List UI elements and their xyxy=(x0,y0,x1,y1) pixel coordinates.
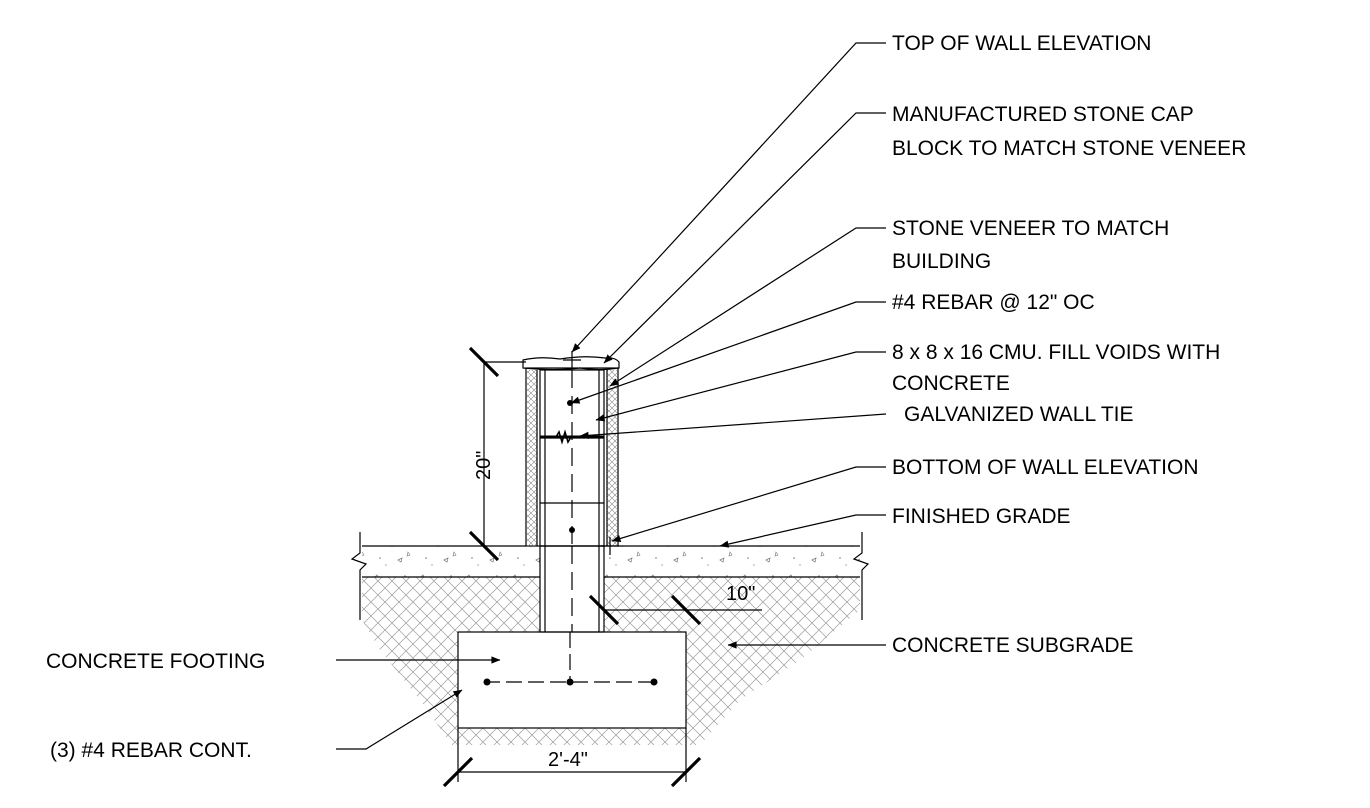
elevation-markers xyxy=(563,351,619,555)
subgrade-soil xyxy=(362,577,860,745)
label-cap-line1: MANUFACTURED STONE CAP xyxy=(892,103,1194,126)
leaders xyxy=(336,42,887,750)
label-footing: CONCRETE FOOTING xyxy=(46,650,265,673)
footing-rebar-dot xyxy=(650,678,658,686)
label-veneer-line1: STONE VENEER TO MATCH xyxy=(892,217,1169,240)
footing-rebar-dot xyxy=(566,678,574,686)
label-cmu-line2: CONCRETE xyxy=(892,372,1010,395)
dim-footing-depth: 10" xyxy=(726,583,755,605)
concrete-footing xyxy=(457,631,687,729)
label-subgrade: CONCRETE SUBGRADE xyxy=(892,634,1134,657)
label-rebar: #4 REBAR @ 12" OC xyxy=(892,291,1095,314)
label-footing-rebar: (3) #4 REBAR CONT. xyxy=(50,739,252,762)
finished-grade-slab xyxy=(350,532,870,620)
cmu-stem xyxy=(539,545,605,633)
label-veneer-line2: BUILDING xyxy=(892,250,991,273)
footing-rebar-dot xyxy=(483,678,491,686)
label-cmu-line1: 8 x 8 x 16 CMU. FILL VOIDS WITH xyxy=(892,341,1220,364)
dimension-lines xyxy=(442,346,762,788)
dim-wall-height: 20" xyxy=(473,451,495,480)
label-bottom-of-wall: BOTTOM OF WALL ELEVATION xyxy=(892,456,1199,479)
label-cap-line2: BLOCK TO MATCH STONE VENEER xyxy=(892,137,1246,160)
label-finished-grade: FINISHED GRADE xyxy=(892,505,1071,528)
stone-veneer-wall xyxy=(525,367,619,547)
label-wall-tie: GALVANIZED WALL TIE xyxy=(904,403,1134,426)
dim-footing-width: 2'-4" xyxy=(548,749,588,771)
label-top-of-wall: TOP OF WALL ELEVATION xyxy=(892,32,1151,55)
